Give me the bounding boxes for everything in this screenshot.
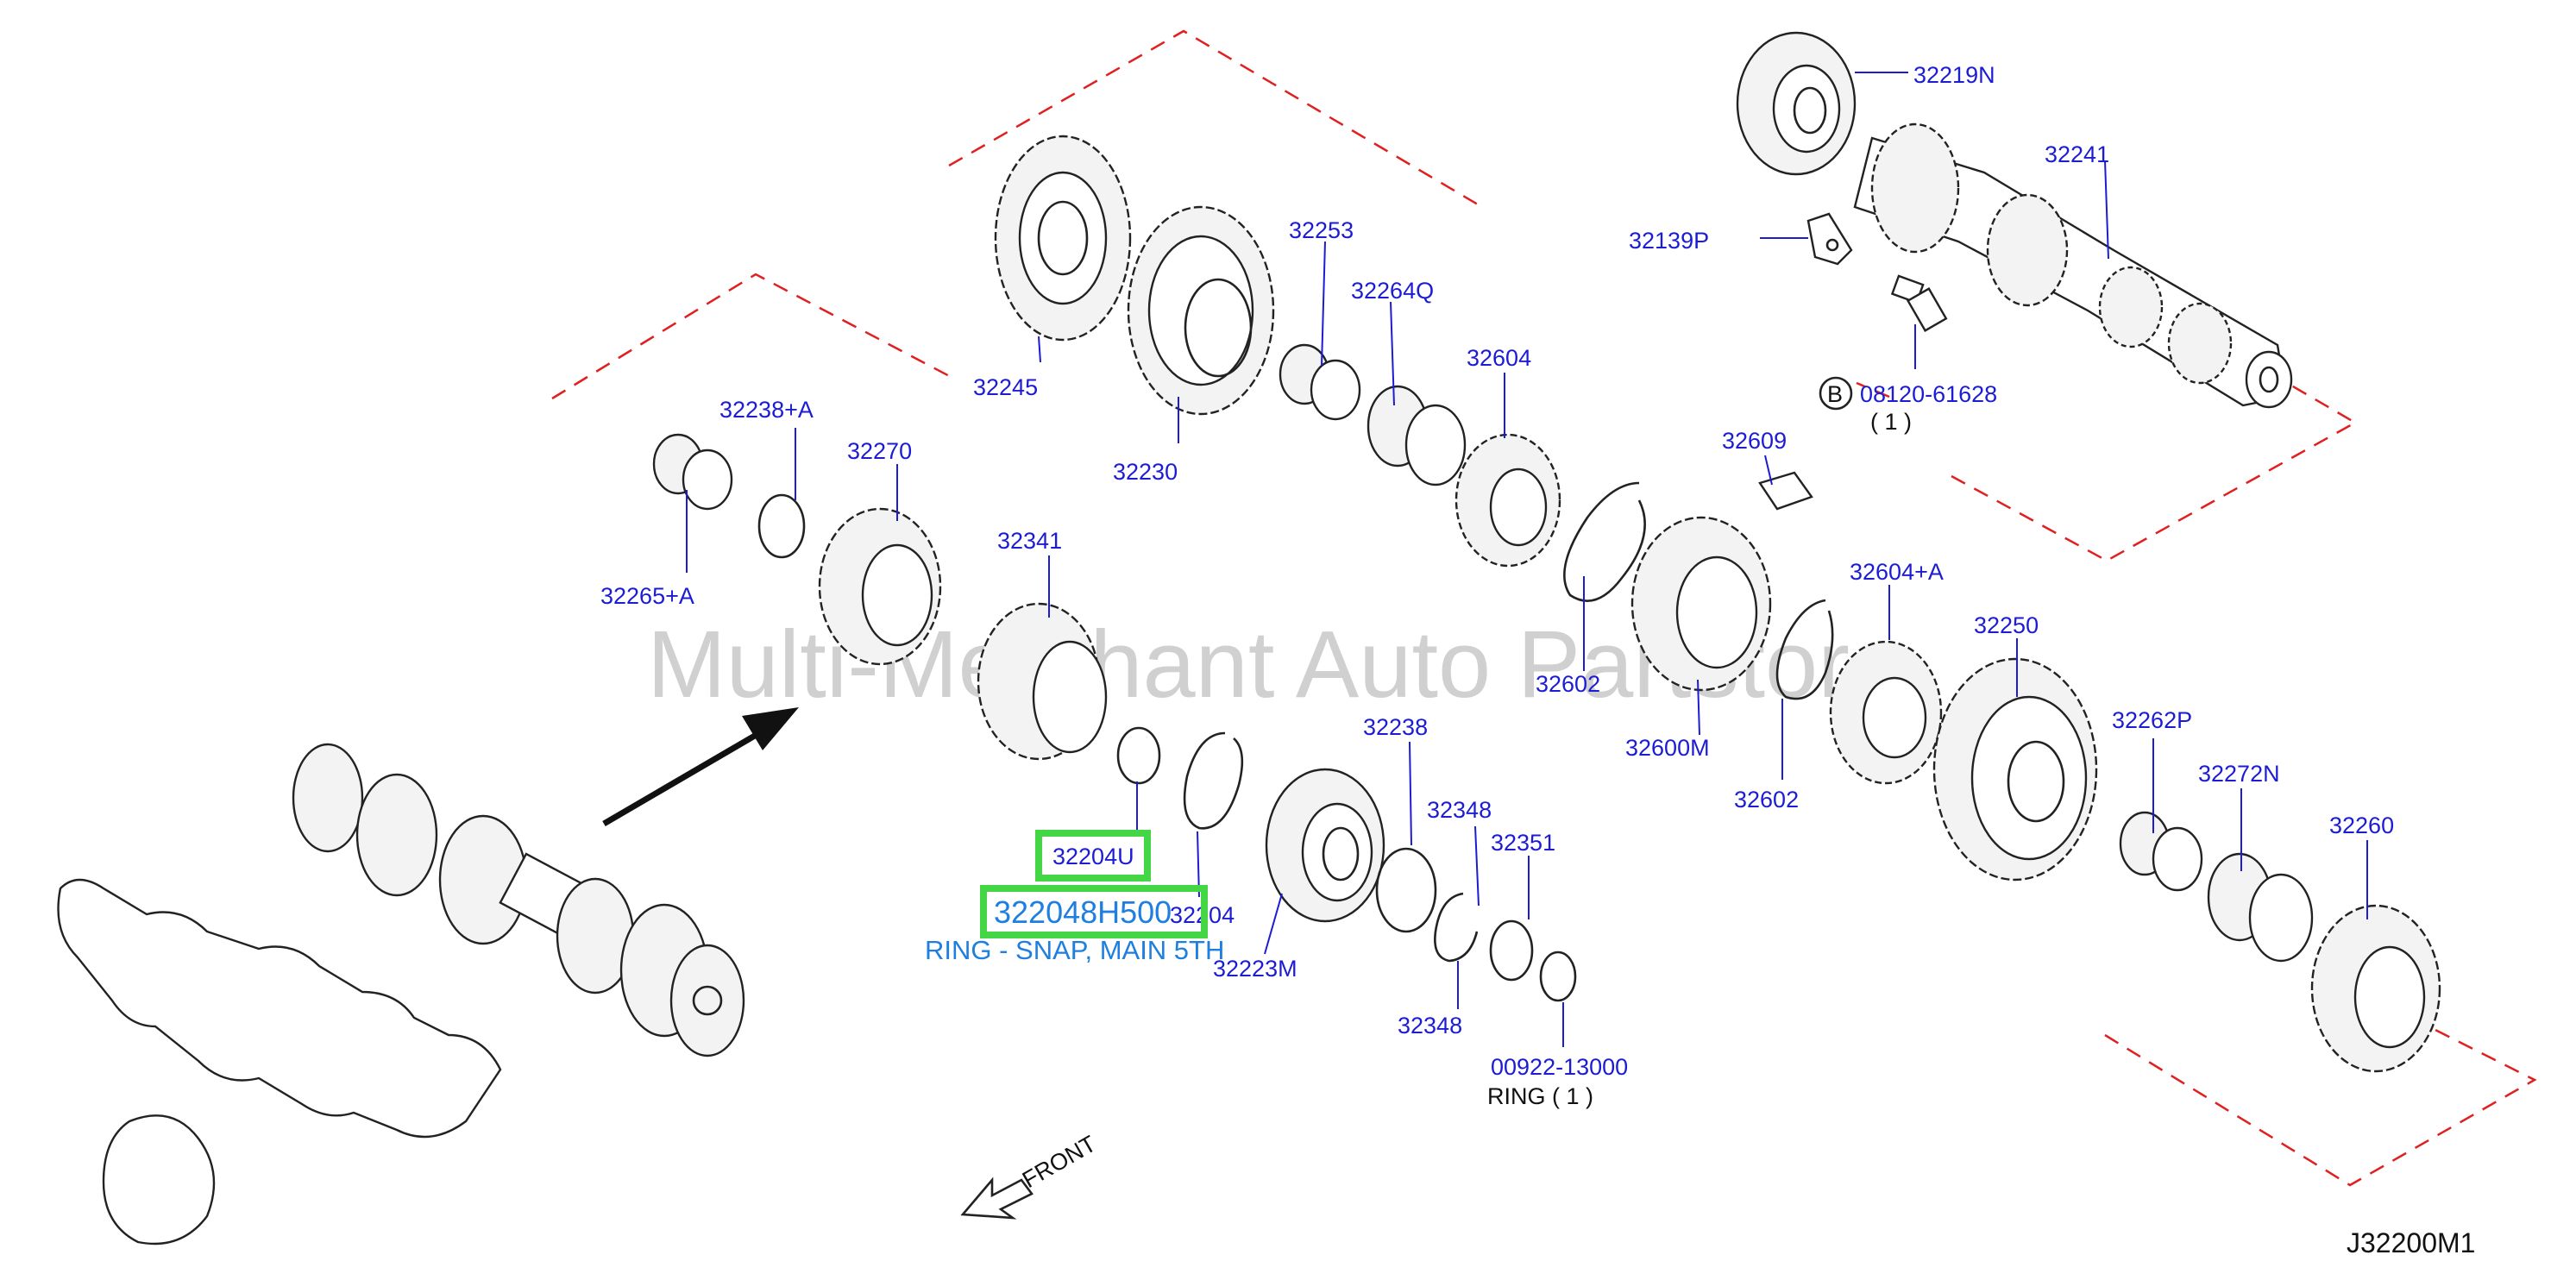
hub-32604A[interactable] [1829,640,1943,785]
ring-32238A[interactable] [757,493,806,559]
callout-32264Q[interactable]: 32264Q [1351,278,1434,304]
callout-00922-ring: RING ( 1 ) [1487,1083,1593,1109]
callout-32348-upper[interactable]: 32348 [1427,797,1492,823]
callout-32270[interactable]: 32270 [847,438,912,464]
washer-32238[interactable] [1375,847,1437,933]
callout-32250[interactable]: 32250 [1974,612,2039,638]
leader-lines [686,72,2368,1047]
gear-32230[interactable] [1127,205,1275,416]
callout-32602-upper[interactable]: 32602 [1536,671,1600,697]
snap-ring-32204U[interactable] [1116,726,1161,785]
callout-32223M[interactable]: 32223M [1213,956,1297,982]
callout-32341[interactable]: 32341 [997,528,1062,554]
needle-bearing-32272N[interactable] [2207,852,2314,963]
gear-32600M[interactable] [1630,516,1772,692]
callout-32139P[interactable]: 32139P [1629,228,1709,254]
selected-part-description: RING - SNAP, MAIN 5TH [925,935,1224,965]
shaft-32241[interactable] [1853,122,2293,409]
callout-08120-qty: ( 1 ) [1870,409,1912,435]
callout-00922-13000[interactable]: 00922-13000 [1491,1054,1628,1080]
bearing-32219N[interactable] [1736,31,1857,176]
snap-ring-32204[interactable] [1183,731,1244,830]
selected-part-number: 322048H500 [994,894,1172,930]
gear-32260[interactable] [2310,904,2441,1073]
diagram-id: J32200M1 [2347,1227,2475,1258]
circlip-32602-lower[interactable] [1775,599,1834,700]
front-indicator: FRONT [960,1131,1101,1220]
callout-32245[interactable]: 32245 [973,374,1038,400]
front-label: FRONT [1018,1131,1101,1193]
callout-32600M[interactable]: 32600M [1625,735,1710,761]
callout-32262P[interactable]: 32262P [2112,707,2192,733]
callout-32204U: 32204U [1052,844,1134,869]
callout-32604[interactable]: 32604 [1467,345,1531,371]
callout-32348-lower[interactable]: 32348 [1398,1013,1462,1038]
bearing-32223M[interactable] [1265,768,1385,923]
bushing-32265A[interactable] [652,433,733,511]
gear-32250[interactable] [1932,657,2098,882]
assembly-direction-arrow [602,707,799,827]
bolt-marker: B [1819,376,1853,411]
bushing-32262P[interactable] [2119,811,2203,892]
snap-ring-32609[interactable] [1758,471,1813,511]
bushing-32253[interactable] [1279,343,1361,421]
callout-32272N[interactable]: 32272N [2198,761,2280,787]
callout-32260[interactable]: 32260 [2329,813,2394,838]
callout-labels: 32219N 32241 32139P 08120-61628 ( 1 ) 32… [600,62,2394,1109]
selected-part[interactable]: 322048H500 RING - SNAP, MAIN 5TH [925,885,1224,965]
callout-08120-61628[interactable]: 08120-61628 [1860,381,1997,407]
callout-32265A[interactable]: 32265+A [600,583,694,609]
callout-32230[interactable]: 32230 [1113,459,1178,485]
callout-32238A[interactable]: 32238+A [719,397,814,423]
bolt-08120-61628[interactable] [1890,274,1948,332]
callout-32351[interactable]: 32351 [1491,830,1555,856]
callout-32604A[interactable]: 32604+A [1850,559,1944,585]
circlip-32602-upper[interactable] [1563,481,1646,602]
needle-bearing-32264Q[interactable] [1367,385,1467,486]
hub-32604[interactable] [1454,433,1561,568]
plate-32139P[interactable] [1806,212,1853,266]
callout-32238[interactable]: 32238 [1363,714,1428,740]
assembled-shaft-illustration [57,743,745,1245]
callout-32219N[interactable]: 32219N [1913,62,1995,88]
callout-32241[interactable]: 32241 [2045,141,2109,167]
gear-32270[interactable] [818,507,942,666]
ring-00922-13000[interactable] [1539,951,1577,1002]
gear-32341[interactable] [977,602,1108,761]
callout-32602-lower[interactable]: 32602 [1734,787,1799,813]
gear-32245[interactable] [994,135,1132,342]
callout-32253[interactable]: 32253 [1289,217,1354,243]
highlight-32204U[interactable]: 32204U [1035,830,1151,882]
ring-32351[interactable] [1489,919,1534,982]
bolt-marker-letter: B [1827,381,1843,407]
callout-32609[interactable]: 32609 [1722,428,1787,454]
ring-32348-upper[interactable] [1434,892,1479,963]
